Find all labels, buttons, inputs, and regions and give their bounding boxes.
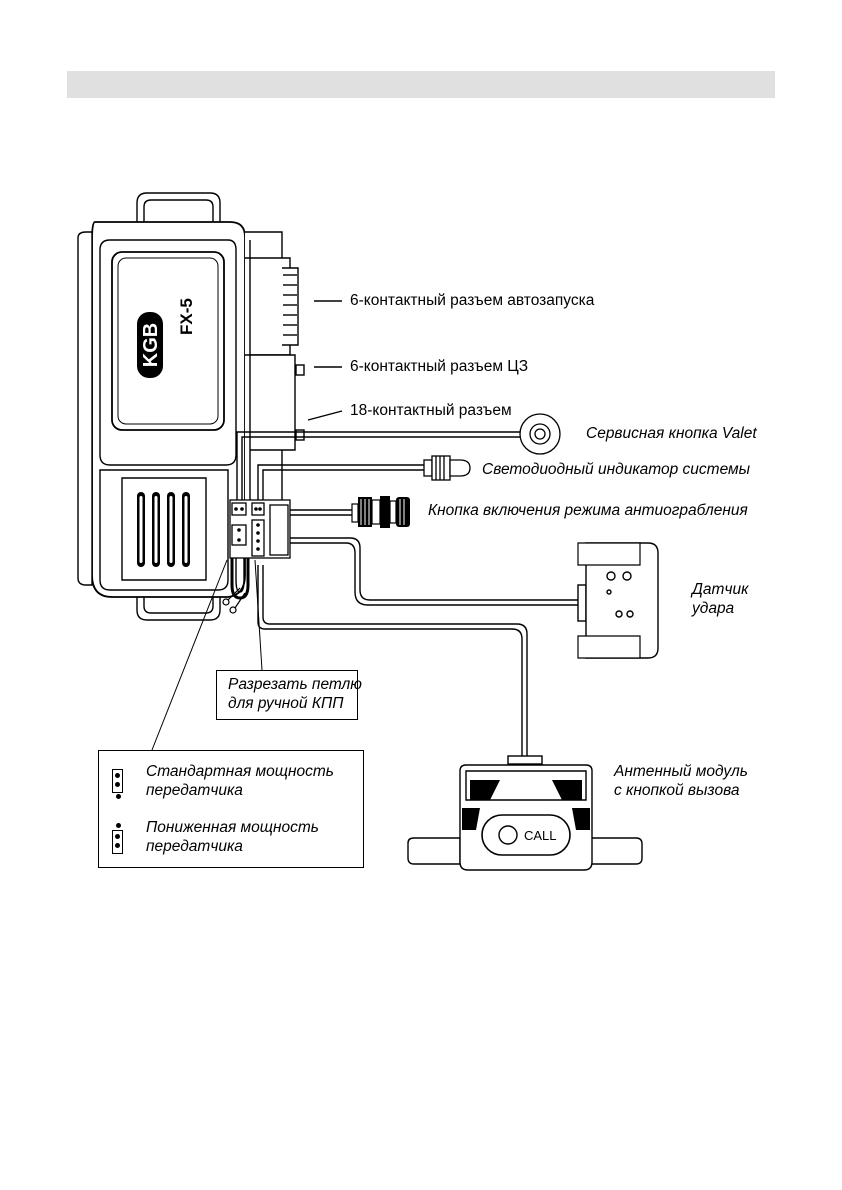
jumper-legend-box [98, 750, 364, 868]
valet-button-label: Сервисная кнопка Valet [586, 425, 757, 442]
led-indicator-label: Светодиодный индикатор системы [482, 461, 751, 478]
reduced-power-label-2: передатчика [146, 838, 243, 855]
reduced-power-label-1: Пониженная мощность [146, 819, 319, 836]
shock-sensor-label-2: удара [692, 600, 735, 617]
antihijack-button-graphic [351, 496, 410, 528]
antihijack-button-label: Кнопка включения режима антиограбления [428, 502, 748, 519]
antenna-module-label-2: с кнопкой вызова [614, 782, 740, 799]
reduced-power-jumper-icon [112, 830, 123, 854]
standard-power-jumper-pin [116, 794, 121, 799]
standard-power-label-1: Стандартная мощность [146, 763, 334, 780]
kgb-logo: KGB [137, 312, 163, 378]
standard-power-jumper-icon [112, 769, 123, 793]
led-indicator-graphic [423, 455, 471, 481]
loop-note-line-1: Разрезать петлю [228, 676, 362, 693]
valet-button-graphic [519, 413, 561, 455]
shock-sensor-label-1: Датчик [692, 581, 749, 598]
central-lock-connector-label: 6-контактный разъем ЦЗ [350, 358, 529, 375]
main-connector-label: 18-контактный разъем [350, 402, 512, 419]
call-button-label: CALL [524, 828, 557, 843]
antenna-module-label-1: Антенный модуль [614, 763, 748, 780]
standard-power-label-2: передатчика [146, 782, 243, 799]
unit-model-label: FX-5 [177, 298, 196, 335]
autostart-connector-label: 6-контактный разъем автозапуска [350, 292, 595, 309]
wires [235, 300, 578, 758]
svg-text:KGB: KGB [140, 323, 162, 367]
antenna-module-graphic [407, 755, 643, 871]
loop-note-line-2: для ручной КПП [228, 695, 344, 712]
page-header-bar [67, 71, 775, 98]
scissors-icon [222, 587, 246, 614]
reduced-power-jumper-pin [116, 823, 121, 828]
loop-note-box [216, 670, 358, 720]
shock-sensor-graphic [577, 542, 659, 659]
